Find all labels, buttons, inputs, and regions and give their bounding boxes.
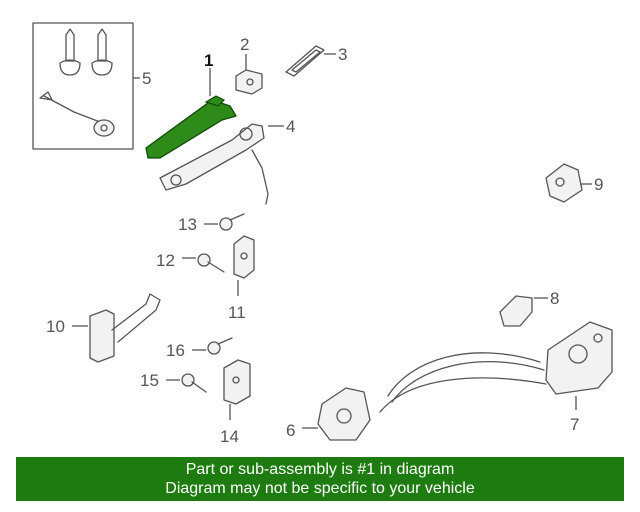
callout-13: 13 — [178, 215, 197, 234]
notice-line-2: Diagram may not be specific to your vehi… — [165, 480, 475, 497]
callout-12: 12 — [156, 251, 175, 270]
parts-diagram: 5 1 2 3 4 9 13 — [32, 22, 613, 446]
callout-11: 11 — [228, 303, 246, 322]
callout-16: 16 — [166, 341, 185, 360]
part-16-bolt[interactable] — [207, 337, 233, 355]
notice-line-1: Part or sub-assembly is #1 in diagram — [185, 461, 455, 478]
callout-3: 3 — [338, 45, 347, 64]
part-7-door-latch[interactable] — [545, 321, 613, 395]
callout-4: 4 — [286, 117, 295, 136]
part-1-outside-handle[interactable] — [145, 95, 237, 159]
part-13-bolt[interactable] — [219, 213, 245, 231]
part-11-hinge-upper[interactable] — [233, 235, 255, 279]
part-15-bolt[interactable] — [181, 373, 207, 393]
callout-6: 6 — [286, 421, 295, 440]
callout-2: 2 — [240, 35, 249, 54]
callout-15: 15 — [140, 371, 159, 390]
notice-banner: Part or sub-assembly is #1 in diagram Di… — [16, 457, 624, 501]
callout-1: 1 — [204, 51, 213, 70]
part-5-key-cylinder-set[interactable] — [32, 22, 134, 150]
callout-8: 8 — [550, 289, 559, 308]
part-2-clip[interactable] — [235, 69, 263, 95]
callout-7: 7 — [570, 415, 579, 434]
callout-5: 5 — [142, 69, 151, 88]
part-6-latch-cover[interactable] — [317, 387, 371, 441]
latch-cables — [379, 352, 547, 413]
part-12-bolt[interactable] — [197, 253, 225, 273]
part-8-cover[interactable] — [499, 295, 533, 327]
part-9-striker[interactable] — [545, 163, 583, 203]
part-3-gasket[interactable] — [285, 45, 325, 77]
part-4-handle-frame[interactable] — [159, 123, 269, 205]
callout-9: 9 — [594, 175, 603, 194]
part-10-door-check[interactable] — [89, 293, 161, 363]
callout-10: 10 — [46, 317, 65, 336]
part-14-hinge-lower[interactable] — [223, 359, 251, 405]
callout-14: 14 — [220, 427, 239, 446]
